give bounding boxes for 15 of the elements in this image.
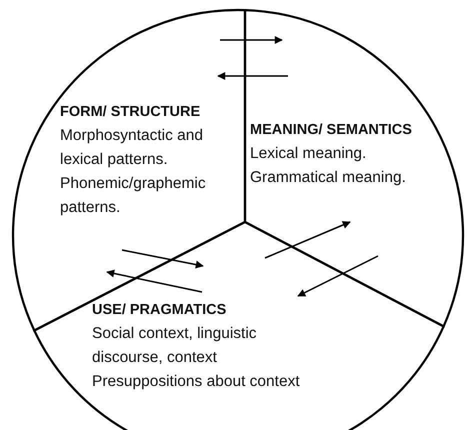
arrow [264, 221, 351, 259]
sector-description: Grammatical meaning. [250, 168, 406, 188]
sector-description: Lexical meaning. [250, 144, 366, 164]
sector-heading: FORM/ STRUCTURE [60, 103, 200, 122]
arrow [217, 72, 288, 80]
arrow [122, 249, 204, 269]
sector-description: Social context, linguistic discourse, context [92, 324, 258, 368]
sector-heading: MEANING/ SEMANTICS [250, 121, 412, 140]
sector-description: Phonemic/graphemic patterns. [60, 174, 207, 218]
sector-heading: USE/ PRAGMATICS [92, 301, 226, 320]
arrow [297, 255, 378, 297]
arrow [106, 270, 202, 293]
sector-description: Presuppositions about context [92, 372, 300, 392]
sector-description: Morphosyntactic and lexical patterns. [60, 126, 204, 170]
arrow [220, 36, 283, 44]
